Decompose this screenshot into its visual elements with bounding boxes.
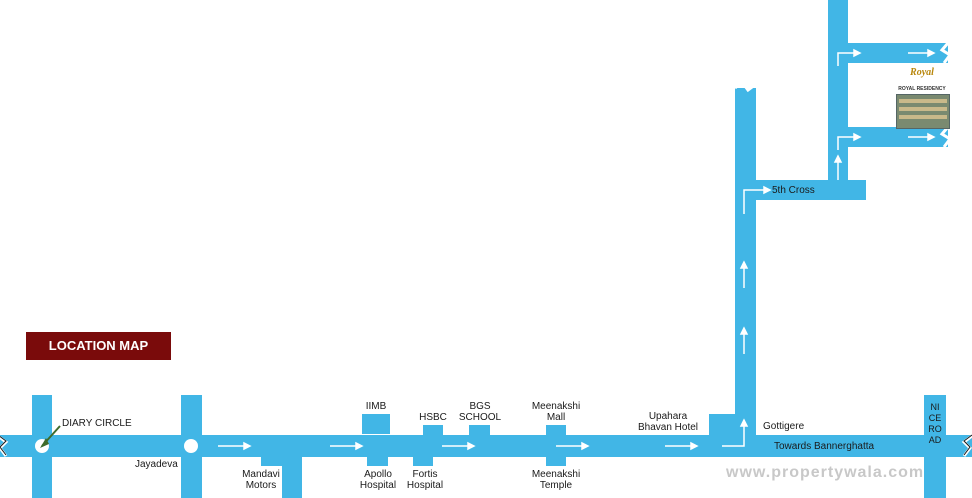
upahara-box bbox=[709, 414, 735, 435]
jayadeva-circle-marker bbox=[184, 439, 198, 453]
label-hsbc: HSBC bbox=[419, 412, 447, 423]
direction-arrows bbox=[218, 48, 936, 451]
label-apollo-hospital: Apollo Hospital bbox=[359, 469, 397, 491]
road-breaks bbox=[0, 42, 972, 457]
mandavi-road bbox=[282, 456, 302, 498]
road-break-edges bbox=[0, 434, 972, 456]
label-meenakshi-mall: Meenakshi Mall bbox=[531, 401, 581, 423]
nice-road bbox=[924, 395, 946, 498]
meenakshi-temple-box bbox=[546, 456, 566, 466]
iimb-box bbox=[362, 414, 390, 434]
label-meenakshi-temple: Meenakshi Temple bbox=[531, 469, 581, 491]
landmark-boxes bbox=[261, 414, 735, 466]
hsbc-box bbox=[423, 425, 443, 435]
label-nice-road: NICE ROAD bbox=[928, 402, 942, 445]
apollo-box bbox=[367, 456, 388, 466]
main-road bbox=[0, 435, 972, 457]
label-mandavi-motors: Mandavi Motors bbox=[242, 469, 280, 491]
label-gottigere: Gottigere bbox=[763, 421, 805, 432]
fortis-box bbox=[413, 456, 433, 466]
label-bgs-school: BGS SCHOOL bbox=[458, 401, 502, 423]
label-5th-cross: 5th Cross bbox=[772, 185, 815, 196]
branch-road-top bbox=[828, 43, 948, 63]
label-upahara-bhavan-hotel: Upahara Bhavan Hotel bbox=[637, 411, 699, 433]
royal-residency-logo: Royal ROYAL RESIDENCY bbox=[893, 67, 951, 129]
watermark: www.propertywala.com bbox=[726, 464, 925, 481]
building-image bbox=[896, 94, 950, 129]
road-break-top bbox=[734, 79, 757, 93]
mandavi-box bbox=[261, 456, 282, 466]
road-break-left bbox=[0, 435, 9, 457]
logo-name: Royal bbox=[910, 67, 934, 78]
label-jayadeva: Jayadeva bbox=[135, 459, 178, 470]
branch-road-bottom bbox=[828, 127, 948, 147]
label-diary-circle: DIARY CIRCLE bbox=[62, 418, 132, 429]
label-iimb: IIMB bbox=[365, 401, 387, 412]
road-break-right bbox=[961, 434, 972, 457]
road-break-branch-top bbox=[939, 42, 953, 64]
road-break-branch-bottom bbox=[939, 126, 953, 148]
label-fortis-hospital: Fortis Hospital bbox=[406, 469, 444, 491]
bgs-box bbox=[469, 425, 490, 435]
label-towards-bannerghatta: Towards Bannerghatta bbox=[774, 441, 875, 452]
meenakshi-mall-box bbox=[546, 425, 566, 435]
logo-subtitle: ROYAL RESIDENCY bbox=[898, 86, 946, 92]
location-map-title: LOCATION MAP bbox=[26, 332, 171, 360]
